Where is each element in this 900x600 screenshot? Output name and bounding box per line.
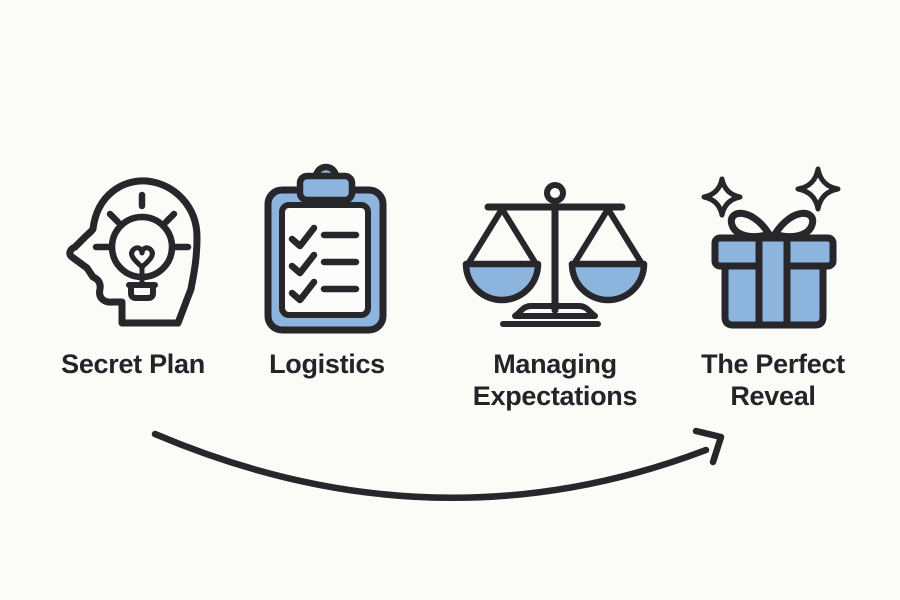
clipboard-checklist-icon bbox=[264, 163, 387, 334]
step-label: The Perfect Reveal bbox=[701, 349, 845, 411]
head-lightbulb-icon bbox=[66, 177, 201, 327]
step-label: Logistics bbox=[269, 349, 385, 379]
balance-scale-icon bbox=[462, 182, 648, 327]
step-label: Secret Plan bbox=[61, 349, 205, 379]
step-label: Managing Expectations bbox=[472, 349, 638, 411]
sparkle-icon bbox=[701, 176, 743, 218]
gift-sparkles-icon bbox=[701, 166, 841, 329]
sparkle-icon bbox=[795, 166, 841, 212]
